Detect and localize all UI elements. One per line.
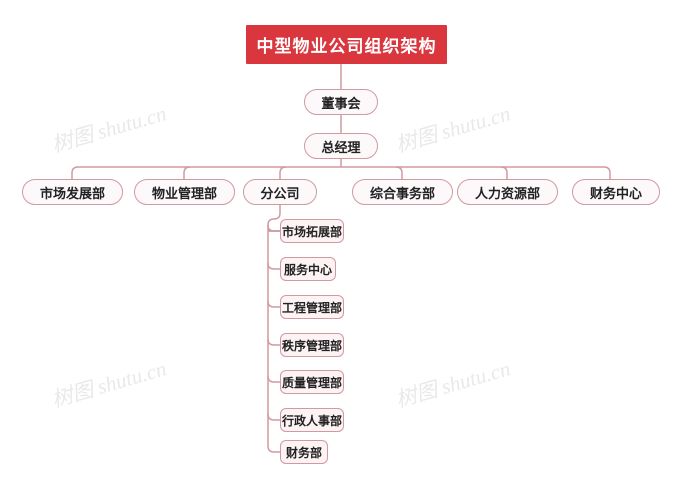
node-market-development-dept[interactable]: 市场发展部 [22,179,123,205]
node-branch-company[interactable]: 分公司 [243,179,317,205]
node-market-expansion-dept[interactable]: 市场拓展部 [280,219,344,243]
node-quality-management-dept[interactable]: 质量管理部 [280,370,344,394]
node-order-management-dept[interactable]: 秩序管理部 [280,333,344,357]
node-finance-center[interactable]: 财务中心 [572,179,660,205]
node-general-manager[interactable]: 总经理 [304,133,378,159]
node-board-of-directors[interactable]: 董事会 [304,89,378,115]
chart-title: 中型物业公司组织架构 [246,25,447,64]
node-general-affairs-dept[interactable]: 综合事务部 [352,179,453,205]
node-finance-dept[interactable]: 财务部 [280,440,328,464]
node-property-management-dept[interactable]: 物业管理部 [134,179,235,205]
node-administration-hr-dept[interactable]: 行政人事部 [280,408,344,432]
node-human-resources-dept[interactable]: 人力资源部 [457,179,558,205]
node-service-center[interactable]: 服务中心 [280,257,336,281]
node-engineering-management-dept[interactable]: 工程管理部 [280,295,344,319]
